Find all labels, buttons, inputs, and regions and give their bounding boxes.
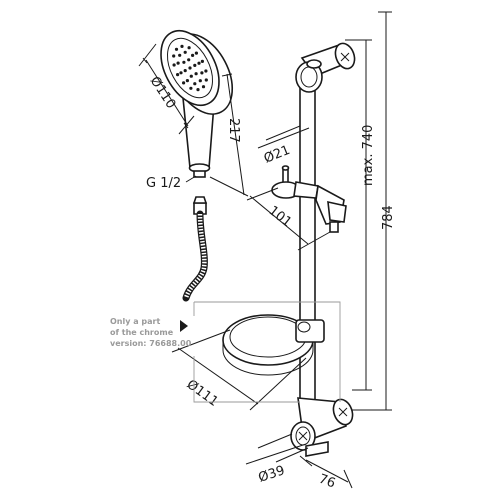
total-height-label: 784 <box>381 205 396 230</box>
shower-hose <box>182 196 208 302</box>
handle-length-label: 217 <box>226 118 241 143</box>
holder-width-label: 101 <box>266 203 295 230</box>
note-line-3: version: 76688.00 <box>110 339 192 348</box>
hand-shower <box>160 29 234 178</box>
spray-nozzles <box>172 44 208 92</box>
bottom-wall-bracket <box>290 397 354 457</box>
thread-label-group: G 1/2 <box>146 175 197 191</box>
pointer-arrow-icon <box>180 320 188 332</box>
slide-rail <box>299 69 316 411</box>
note-line-1: Only a part <box>110 317 160 326</box>
max-height-label: max. 740 <box>361 125 376 186</box>
connection-thread-label: G 1/2 <box>146 176 181 191</box>
handle-length-dimension: 217 <box>209 73 249 197</box>
max-height-dimension: max. 740 <box>345 39 376 391</box>
chrome-version-note: Only a part of the chrome version: 76688… <box>110 301 341 403</box>
soap-dish-diameter-label: Ø111 <box>184 377 221 410</box>
top-wall-bracket <box>295 42 356 93</box>
wall-distance-label: 76 <box>317 472 338 492</box>
total-height-dimension: 784 <box>352 11 396 411</box>
wall-distance-dimension: 76 <box>299 455 353 492</box>
note-line-2: of the chrome <box>110 328 174 337</box>
soap-dish <box>222 314 325 376</box>
rod-diameter-label: Ø21 <box>262 143 292 167</box>
bracket-diameter-label: Ø39 <box>257 463 287 486</box>
